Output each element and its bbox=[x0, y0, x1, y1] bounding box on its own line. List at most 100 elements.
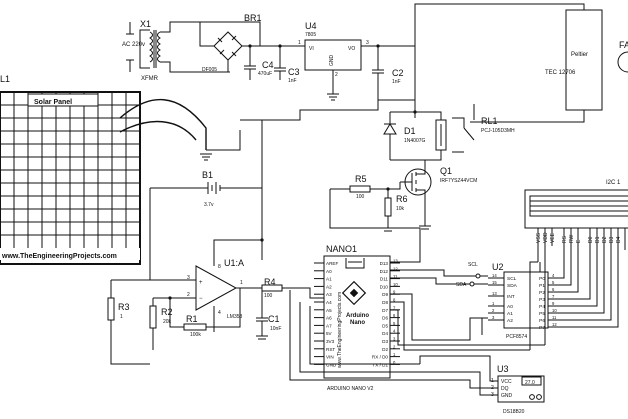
bus-scl-label: SCL bbox=[468, 262, 478, 268]
nano-right-pin-label: D7 bbox=[382, 308, 388, 313]
u1a-pin8: 8 bbox=[218, 264, 221, 270]
c4-ref: C4 bbox=[262, 60, 274, 70]
u4-pin-vi: VI bbox=[309, 46, 314, 52]
q1-ref: Q1 bbox=[440, 166, 452, 176]
nano-caption: ARDUINO NANO V2 bbox=[327, 386, 374, 392]
u1a-part: LM358 bbox=[227, 314, 243, 320]
c2-ref: C2 bbox=[392, 68, 404, 78]
u2-right-pin-number: 7 bbox=[552, 294, 555, 299]
r4-value: 100 bbox=[264, 293, 273, 299]
solar-website: www.TheEngineeringProjects.com bbox=[1, 253, 117, 260]
r2-ref: R2 bbox=[161, 307, 173, 317]
solar-ref: L1 bbox=[0, 74, 10, 84]
capacitor-c1: C1 10nF bbox=[256, 288, 281, 340]
b1-ref: B1 bbox=[202, 170, 213, 180]
nano-left-pin-label: A1 bbox=[326, 277, 332, 282]
nano-right-pin-number: 11 bbox=[393, 274, 398, 279]
u2-right-pin-label: P2 bbox=[539, 290, 545, 296]
rl1-part: PCJ-105D3MH bbox=[481, 128, 515, 134]
u2-pins: SCL14SDA15INT13A01A12A23P04P15P26P37P49P… bbox=[488, 273, 562, 331]
u3-pin-dq: DQ bbox=[501, 386, 509, 392]
br1-part: DF005 bbox=[202, 67, 217, 73]
temperature-sensor-u3: U3 VCC DQ GND 27.0 1 2 3 DS18B20 bbox=[491, 364, 545, 415]
lcd-pin-rs: RS bbox=[562, 235, 568, 243]
nano-right-pin-label: D3 bbox=[382, 339, 388, 344]
c1-ref: C1 bbox=[268, 314, 280, 324]
lcd-pin-e: E bbox=[576, 239, 582, 243]
nano-right-pin-number: 13 bbox=[393, 259, 398, 264]
r6-ref: R6 bbox=[396, 194, 408, 204]
u2-ref: U2 bbox=[492, 262, 504, 272]
u4-pin3: 3 bbox=[366, 40, 369, 46]
u2-left-pin-number: 15 bbox=[492, 280, 497, 285]
peltier-part: TEC 12706 bbox=[545, 70, 576, 76]
c1-value: 10nF bbox=[270, 326, 281, 332]
u2-right-pin-label: P4 bbox=[539, 304, 545, 310]
fan-partial: FA bbox=[617, 40, 628, 73]
u4-part: 7805 bbox=[305, 32, 316, 38]
u3-ref: U3 bbox=[497, 364, 509, 374]
r3-ref: R3 bbox=[118, 302, 130, 312]
nano-right-pin-number: 4 bbox=[393, 329, 396, 334]
u2-right-pin-number: 12 bbox=[552, 322, 557, 327]
u4-pin2: 2 bbox=[335, 72, 338, 78]
u3-reading: 27.0 bbox=[525, 380, 535, 386]
r4-ref: R4 bbox=[264, 277, 276, 287]
x1-part: XFMR bbox=[141, 76, 159, 82]
nano-right-pin-number: 2 bbox=[393, 344, 396, 349]
nano-left-pin-label: A2 bbox=[326, 284, 332, 289]
nano-left-pin-label: AREF bbox=[326, 261, 338, 266]
u2-left-pin-number: 3 bbox=[492, 315, 495, 320]
nano-left-pin-label: RST bbox=[326, 347, 335, 352]
u2-left-pin-number: 1 bbox=[492, 301, 495, 306]
u2-right-pin-number: 9 bbox=[552, 301, 555, 306]
nano-right-pin-label: RX / D0 bbox=[372, 355, 389, 360]
nano-right-pin-number: 12 bbox=[393, 266, 398, 271]
x1-ref: X1 bbox=[140, 19, 151, 29]
nano-left-pin-label: A4 bbox=[326, 300, 332, 305]
u2-left-pin-label: A0 bbox=[507, 304, 513, 310]
u1a-plus: + bbox=[199, 280, 203, 286]
u2-left-pin-label: SDA bbox=[507, 283, 518, 289]
q1-part: IRF7YSZ44VCM bbox=[440, 178, 477, 184]
nano-left-pin-label: GND bbox=[326, 362, 337, 367]
nano-right-pin-label: D11 bbox=[380, 277, 389, 282]
opamp-u1a: U1:A LM358 + − 8 4 3 2 1 bbox=[170, 238, 264, 332]
nano-left-pin-label: VIN bbox=[326, 355, 334, 360]
u2-left-pin-number: 2 bbox=[492, 308, 495, 313]
r6-value: 10k bbox=[396, 206, 405, 212]
br1-ref: BR1 bbox=[244, 13, 262, 23]
resistor-r2: R2 20k bbox=[149, 296, 173, 350]
c3-ref: C3 bbox=[288, 67, 300, 77]
u2-right-pin-number: 4 bbox=[552, 273, 555, 278]
fan-ref: FA bbox=[619, 40, 628, 50]
nano-right-pin-label: D5 bbox=[382, 323, 388, 328]
nano-right-pin-number: 6 bbox=[393, 313, 396, 318]
nano-vertical-text: www.TheEngineeringProjects.com bbox=[337, 292, 343, 368]
resistor-r5: R5 100 bbox=[330, 174, 401, 200]
mosfet-q1: Q1 IRF7YSZ44VCM bbox=[400, 160, 477, 230]
u2-right-pin-number: 11 bbox=[552, 315, 557, 320]
lcd-ref: I2C 1 bbox=[606, 180, 621, 186]
capacitor-c3: C3 1nF bbox=[274, 46, 300, 84]
b1-value: 3.7v bbox=[204, 202, 214, 208]
solar-panel: L1 Solar Panel www.TheEngineeringProject… bbox=[0, 74, 241, 265]
c3-value: 1nF bbox=[288, 78, 297, 84]
peltier-label: Peltier bbox=[571, 52, 588, 58]
u2-left-pin-number: 14 bbox=[492, 273, 497, 278]
nano-left-pin-label: A0 bbox=[326, 269, 332, 274]
nano-right-pin-number: 1 bbox=[393, 352, 396, 357]
r5-value: 100 bbox=[356, 194, 365, 200]
lcd-pin-d1: D1 bbox=[595, 236, 601, 243]
resistor-r6: R6 10k bbox=[382, 187, 408, 232]
lcd-pin-labels: VSS VDD VEE RS RW E D0 D1 D2 D3 D4 bbox=[536, 232, 622, 243]
resistor-r3: R3 1 bbox=[107, 279, 150, 365]
u2-left-pin-label: A1 bbox=[507, 311, 513, 317]
u1a-minus: − bbox=[199, 296, 203, 302]
nano-right-pin-number: 0 bbox=[393, 360, 396, 365]
capacitor-c4: C4 470uF bbox=[244, 46, 274, 80]
nano-right-pin-number: 3 bbox=[393, 337, 396, 342]
nano-right-pin-label: D13 bbox=[380, 261, 389, 266]
nano-right-pin-label: D12 bbox=[380, 269, 389, 274]
